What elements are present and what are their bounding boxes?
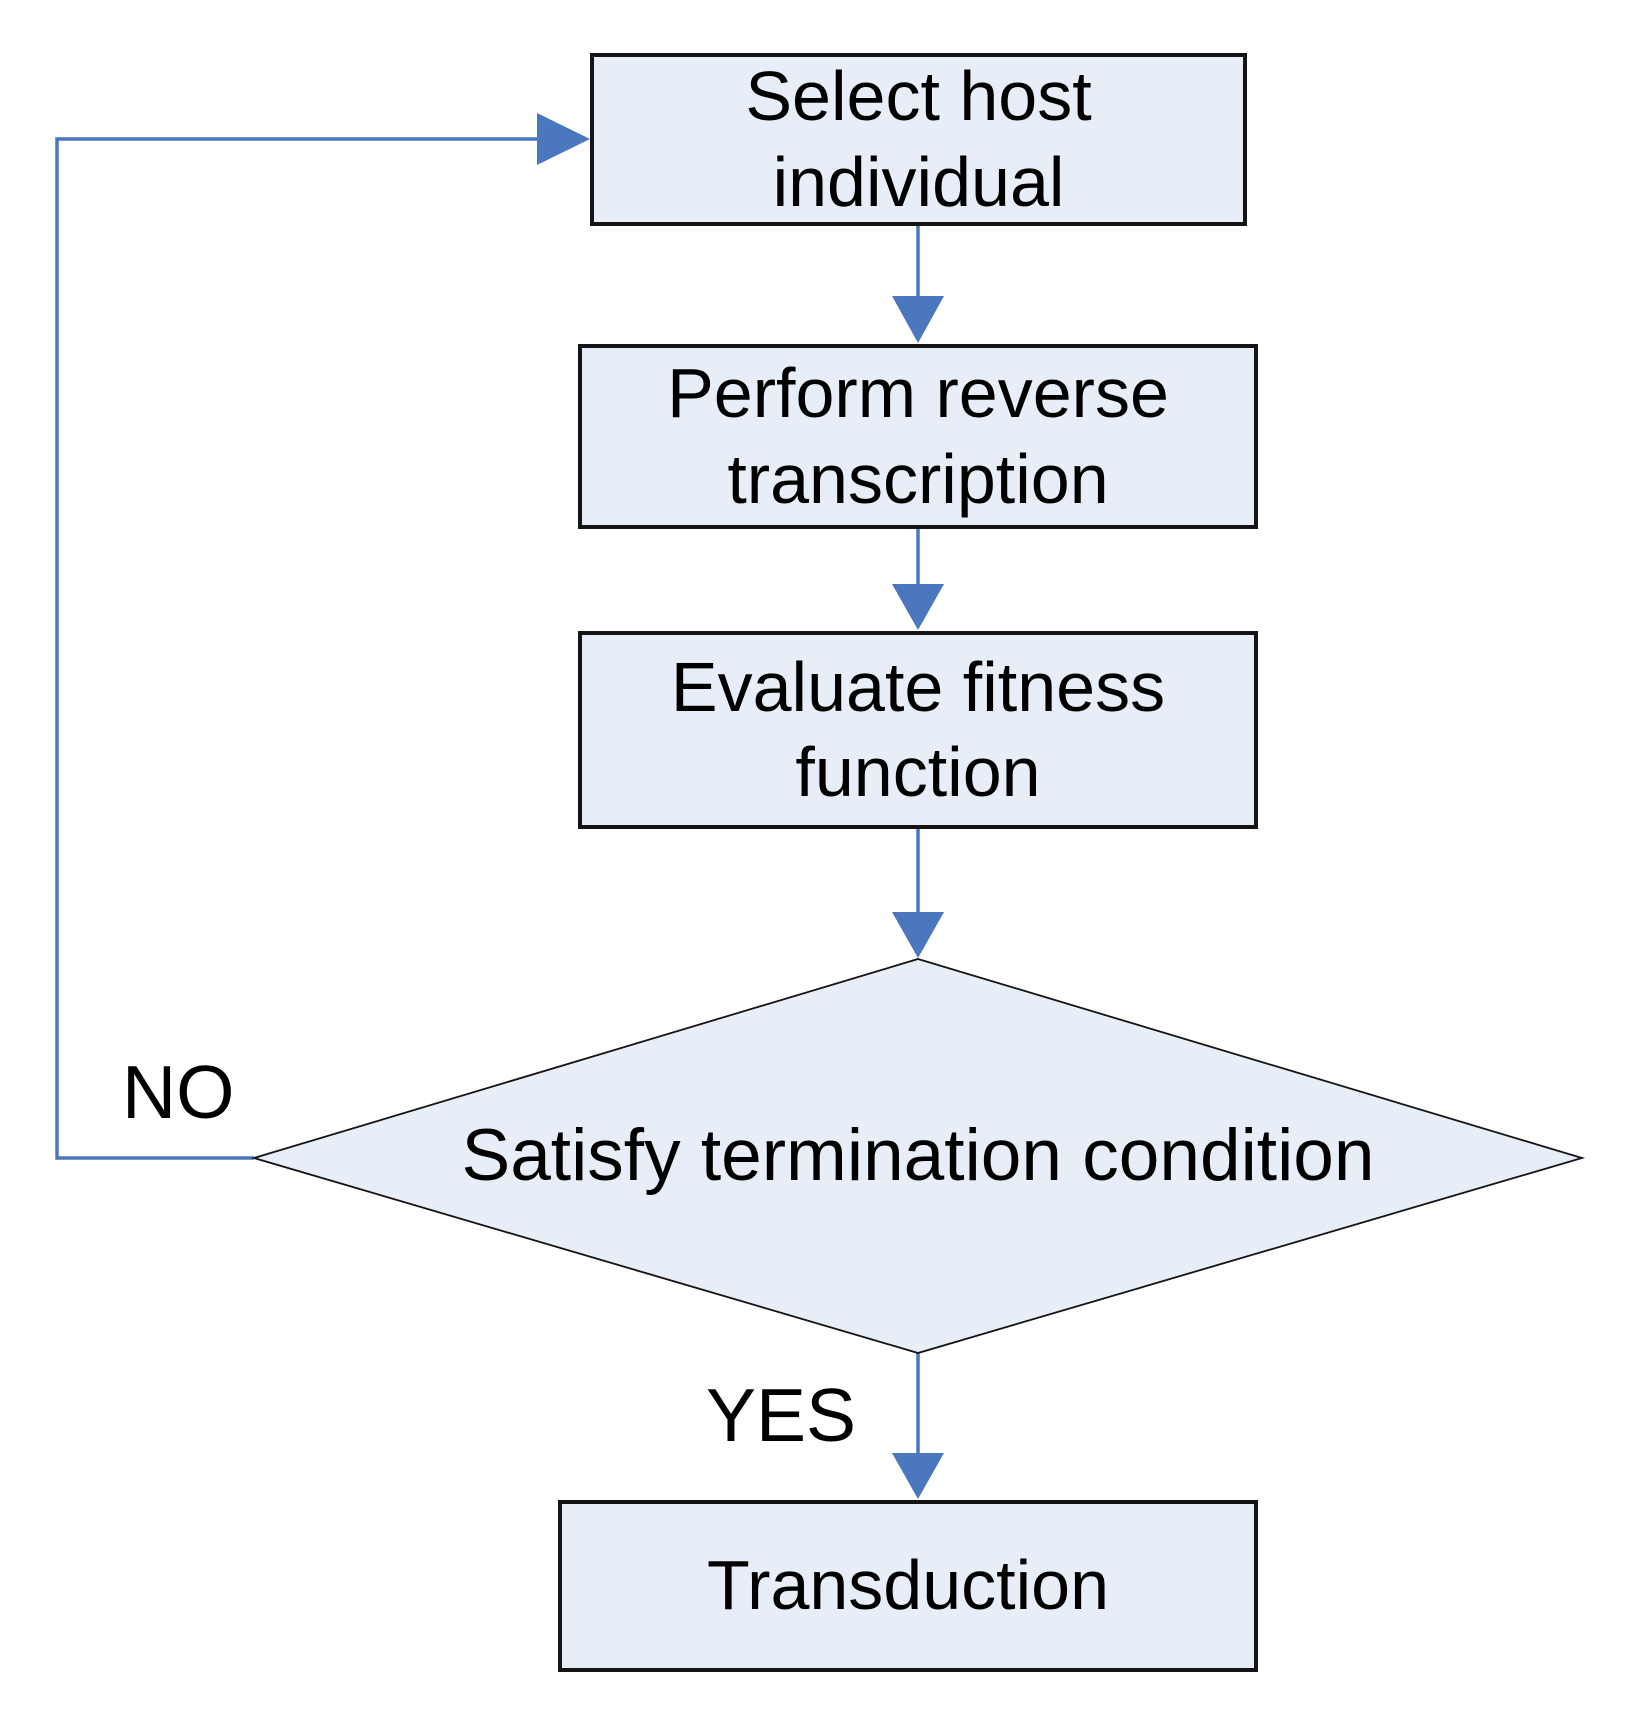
edge-fitness-to-decision-arrowhead <box>892 912 944 958</box>
node-termination-condition: Satisfy termination condition <box>254 959 1582 1354</box>
node-reverse-transcription-label: Perform reverse transcription <box>667 354 1169 518</box>
node-select-host-label: Select host individual <box>745 57 1092 221</box>
edge-select-to-transcription-arrowhead <box>892 296 944 343</box>
edge-transcription-to-fitness-arrowhead <box>892 584 944 630</box>
edge-label-yes: YES <box>706 1373 857 1457</box>
decision-diamond-shape <box>250 958 1586 1354</box>
edge-decision-to-transduction-arrowhead <box>892 1453 944 1499</box>
node-select-host: Select host individual <box>590 53 1247 226</box>
node-transduction: Transduction <box>558 1500 1258 1672</box>
node-evaluate-fitness: Evaluate fitness function <box>578 631 1258 829</box>
node-termination-condition-label: Satisfy termination condition <box>461 1115 1375 1197</box>
node-evaluate-fitness-label: Evaluate fitness function <box>670 647 1166 811</box>
node-transduction-label: Transduction <box>706 1546 1110 1625</box>
edge-no-loop-line <box>55 137 540 1160</box>
node-reverse-transcription: Perform reverse transcription <box>578 344 1258 529</box>
edge-label-no: NO <box>122 1050 235 1134</box>
edge-no-loop-arrowhead <box>537 113 590 165</box>
